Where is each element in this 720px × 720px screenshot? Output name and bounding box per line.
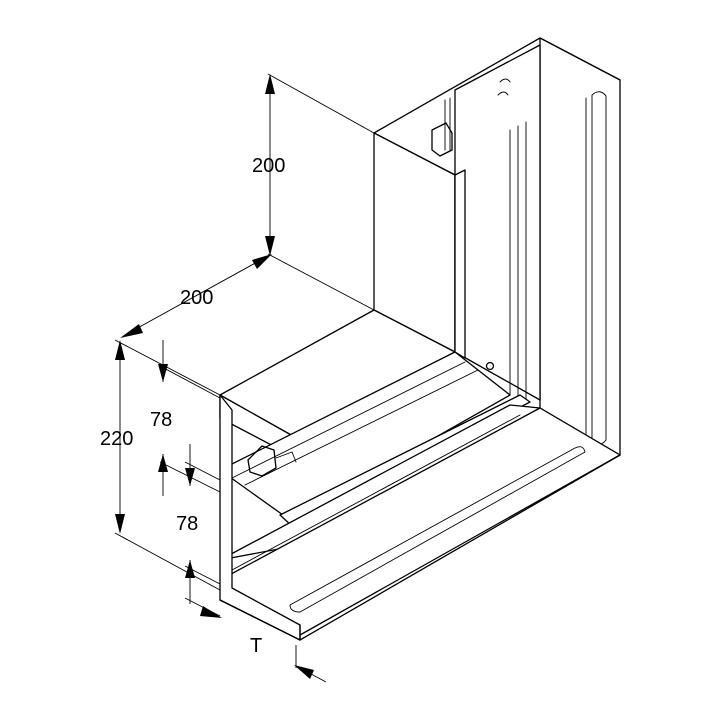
arrow-t-right xyxy=(294,665,314,679)
dim-upper-78: 78 xyxy=(150,340,221,496)
arrow-78-upper-bottom xyxy=(158,454,168,472)
dim-horizontal-200: 200 xyxy=(120,253,375,338)
dim-t-left-line xyxy=(184,597,221,617)
extension-line-220-bottom xyxy=(114,532,221,591)
dimension-line-depth xyxy=(124,255,269,336)
divider-top xyxy=(444,97,451,151)
dim-overall-220: 220 xyxy=(100,339,221,591)
extension-line-78-top xyxy=(159,365,221,399)
dim-lower-78: 78 xyxy=(176,444,221,604)
upper-rail-1 xyxy=(231,361,466,479)
vertical-leg-back-wall xyxy=(454,44,541,401)
dim-label-78-upper: 78 xyxy=(150,409,172,431)
extension-line-220-top xyxy=(114,339,221,396)
dim-vertical-200: 200 xyxy=(252,73,375,256)
base-front-edge xyxy=(299,454,621,641)
screw-upper xyxy=(485,361,495,371)
dim-label-220: 220 xyxy=(100,428,133,450)
top-clip-right xyxy=(497,78,511,96)
extension-line-depth xyxy=(267,253,375,311)
vertical-leg-front-upright xyxy=(454,169,466,359)
arrow-78-upper-top xyxy=(158,364,168,382)
top-clip-left xyxy=(431,122,453,157)
upper-compartment xyxy=(219,351,511,521)
arrow-78-lower-top xyxy=(185,468,195,486)
arrow-down xyxy=(265,236,275,256)
vertical-leg-side-wall xyxy=(539,37,621,456)
lower-rail-1 xyxy=(231,414,521,571)
vertical-leg xyxy=(373,37,621,456)
front-clip xyxy=(247,445,277,477)
arrow-220-up xyxy=(115,340,125,360)
extension-line-78-lower-top xyxy=(184,461,221,481)
dim-label-78-lower: 78 xyxy=(176,513,198,535)
arrow-78-lower-bottom xyxy=(185,560,195,578)
arrow-t-left xyxy=(200,606,222,618)
upper-rail-2 xyxy=(244,369,479,486)
horizontal-leg xyxy=(219,309,621,641)
front-clip-tab xyxy=(275,451,297,463)
dim-label-t: T xyxy=(250,635,262,657)
dim-thickness-t: T xyxy=(184,597,327,683)
arrow-up xyxy=(265,74,275,94)
arrow-depth-end xyxy=(252,254,272,269)
dim-label-depth: 200 xyxy=(180,287,213,309)
extension-line-top xyxy=(267,73,375,134)
arrow-depth-start xyxy=(120,324,143,338)
dim-label-vertical: 200 xyxy=(252,155,285,177)
front-bottom-edge xyxy=(219,599,301,641)
arrow-220-down xyxy=(115,514,125,534)
base-rib xyxy=(289,446,586,613)
